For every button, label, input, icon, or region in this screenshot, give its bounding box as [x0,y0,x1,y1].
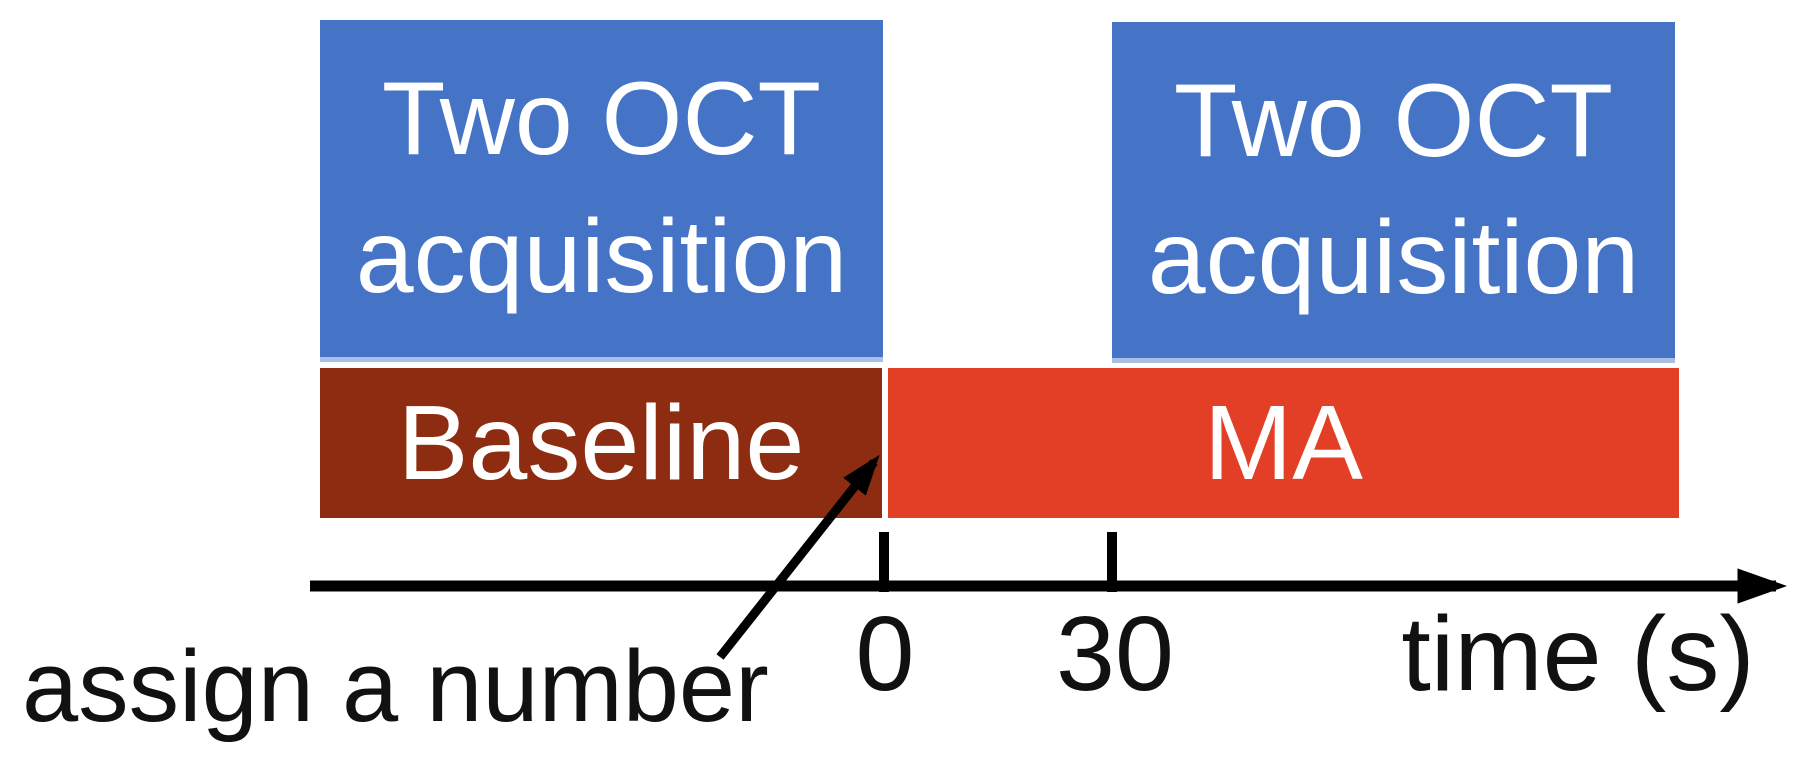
ma-phase-bar: MA [888,368,1679,518]
oct-box-baseline-line1: Two OCT [381,61,822,178]
tick-label-30: 30 [1056,595,1174,713]
oct-box-ma-line1: Two OCT [1173,62,1614,179]
ma-phase-label: MA [1204,384,1363,502]
baseline-phase-bar: Baseline [320,368,882,518]
tick-label-0: 0 [855,595,915,713]
oct-acquisition-box-baseline: Two OCT acquisition [320,20,883,362]
oct-box-baseline-line2: acquisition [355,198,848,315]
annotation-text: assign a number [22,631,769,743]
oct-box-ma-line2: acquisition [1147,200,1640,316]
oct-acquisition-box-ma: Two OCT acquisition [1112,22,1675,363]
time-axis-label: time (s) [1401,595,1755,713]
baseline-phase-label: Baseline [397,384,805,502]
